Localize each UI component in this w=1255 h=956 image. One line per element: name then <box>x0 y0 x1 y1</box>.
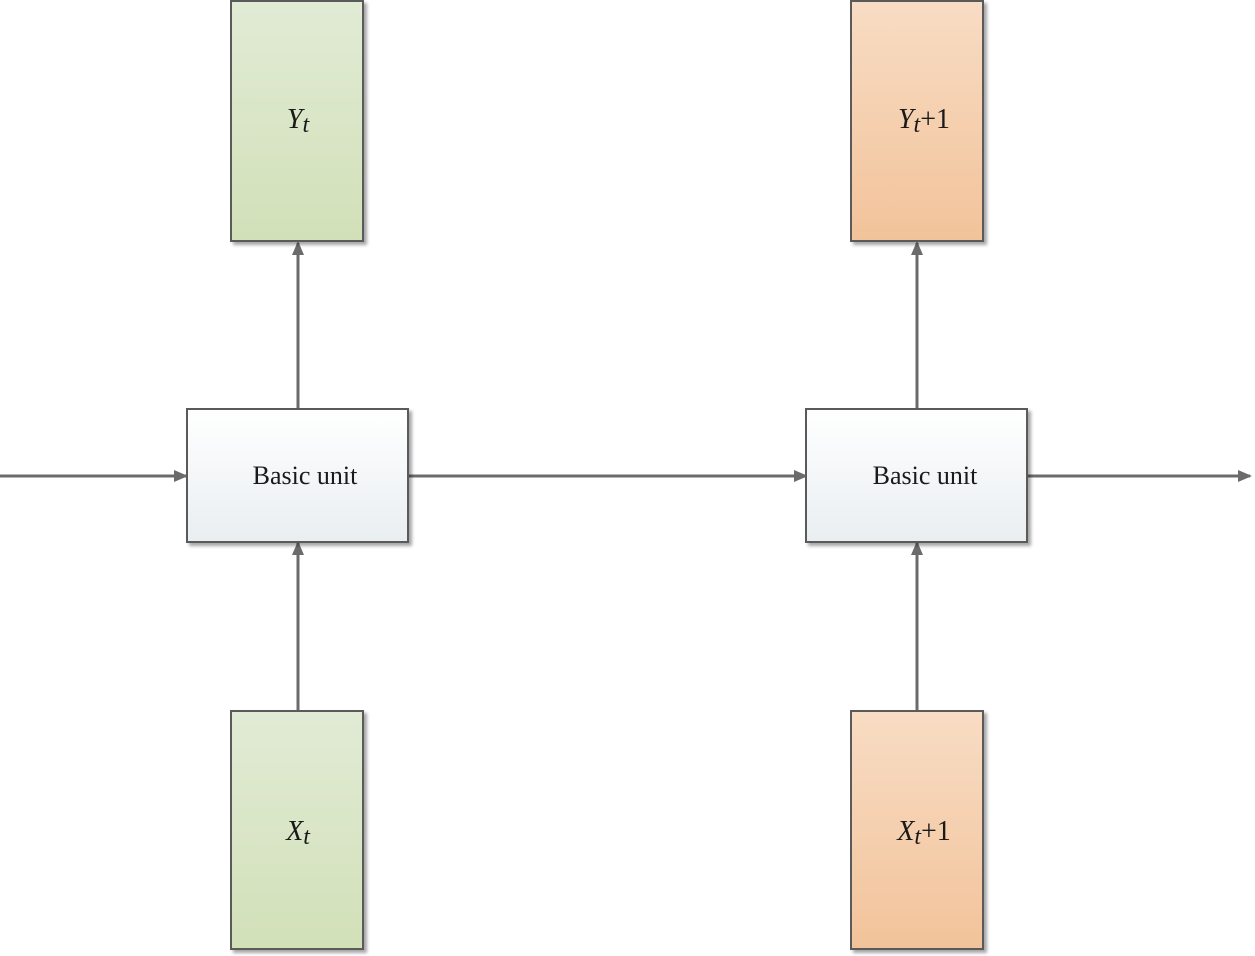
connectors <box>0 241 1252 711</box>
input-box-xt: Xt <box>230 710 364 950</box>
basic-unit-1: Basic unit <box>186 408 409 543</box>
output-label-yt1: Yt+1 <box>898 104 950 138</box>
output-box-yt: Yt <box>230 0 364 242</box>
input-box-xt1: Xt+1 <box>850 710 984 950</box>
output-label-yt: Yt <box>287 104 311 138</box>
output-box-yt1: Yt+1 <box>850 0 984 242</box>
basic-unit-1-label: Basic unit <box>253 461 358 490</box>
basic-unit-2: Basic unit <box>805 408 1028 543</box>
input-label-xt: Xt <box>285 816 311 850</box>
basic-unit-2-label: Basic unit <box>873 461 978 490</box>
input-label-xt1: Xt+1 <box>896 816 951 850</box>
